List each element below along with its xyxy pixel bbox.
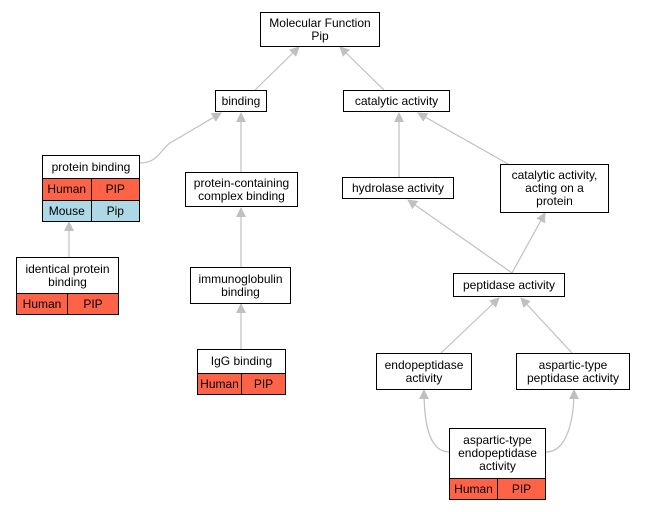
node-label-line: endopeptidase bbox=[458, 446, 537, 460]
node-aspartic-type-endopeptidase-activity[interactable]: aspartic-type endopeptidase activity Hum… bbox=[449, 428, 546, 500]
node-label-line: activity bbox=[405, 370, 443, 385]
node-label-line: peptidase activity bbox=[526, 370, 620, 385]
node-label-line: endopeptidase bbox=[384, 357, 464, 372]
gene-cell: PIP bbox=[90, 179, 140, 200]
edge-peptidase-to-hydrolase bbox=[407, 199, 513, 274]
node-peptidase-activity[interactable]: peptidase activity bbox=[453, 273, 565, 297]
node-protein-containing-complex-binding[interactable]: protein-containing complex binding bbox=[185, 172, 298, 207]
node-igg-binding[interactable]: IgG binding Human PIP bbox=[197, 349, 286, 395]
node-label-line: aspartic-type bbox=[538, 357, 608, 372]
edge-catalytic-to-root bbox=[339, 46, 385, 91]
node-label-line: immunoglobulin bbox=[198, 271, 283, 286]
node-label: catalytic activity bbox=[354, 93, 439, 108]
gene-cell: PIP bbox=[497, 479, 545, 499]
node-protein-binding[interactable]: protein binding Human PIP Mouse Pip bbox=[42, 155, 140, 222]
node-label-line: acting on a bbox=[525, 181, 584, 195]
node-catalytic-activity-acting-on-protein[interactable]: catalytic activity, acting on a protein bbox=[500, 164, 609, 213]
node-label-line: aspartic-type bbox=[463, 433, 532, 447]
species-cell: Mouse bbox=[48, 203, 85, 218]
edge-endo-to-peptidase bbox=[440, 297, 500, 354]
node-label: IgG binding bbox=[210, 354, 273, 368]
node-label: peptidase activity bbox=[462, 277, 556, 292]
node-aspartic-type-peptidase-activity[interactable]: aspartic-type peptidase activity bbox=[516, 353, 630, 390]
node-label-line: protein-containing bbox=[193, 175, 290, 190]
annotation-row-human: Human PIP bbox=[450, 478, 545, 499]
node-endopeptidase-activity[interactable]: endopeptidase activity bbox=[376, 353, 472, 390]
node-label-line: complex binding bbox=[198, 188, 285, 203]
edge-protein-binding-to-binding bbox=[139, 112, 222, 164]
node-binding[interactable]: binding bbox=[215, 90, 267, 112]
species-cell: Human bbox=[47, 182, 87, 196]
gene-cell: PIP bbox=[67, 294, 118, 314]
edge-cat-protein-to-catalytic bbox=[417, 112, 509, 165]
node-label-line: binding bbox=[48, 274, 87, 289]
node-label-line: Pip bbox=[311, 28, 329, 43]
species-cell: Human bbox=[22, 296, 62, 311]
node-molecular-function-root[interactable]: Molecular Function Pip bbox=[260, 12, 380, 47]
node-catalytic-activity[interactable]: catalytic activity bbox=[343, 90, 450, 112]
edge-asp-endo-to-endo bbox=[419, 389, 450, 453]
node-label-line: Molecular Function bbox=[269, 15, 371, 30]
node-label-line: activity bbox=[479, 459, 516, 473]
annotation-row-mouse: Mouse Pip bbox=[43, 200, 139, 221]
node-label: hydrolase activity bbox=[351, 180, 445, 195]
edge-asp-endo-to-aspartic bbox=[545, 389, 579, 453]
annotation-row-human: Human PIP bbox=[43, 178, 139, 200]
species-cell: Human bbox=[200, 376, 239, 391]
edge-binding-to-root bbox=[254, 46, 300, 91]
annotation-row-human: Human PIP bbox=[17, 293, 118, 314]
edge-aspartic-to-peptidase bbox=[520, 297, 573, 354]
node-immunoglobulin-binding[interactable]: immunoglobulin binding bbox=[190, 267, 291, 304]
node-label-line: identical protein bbox=[25, 261, 110, 276]
node-hydrolase-activity[interactable]: hydrolase activity bbox=[342, 177, 454, 199]
node-label: binding bbox=[221, 93, 261, 108]
node-label-line: binding bbox=[221, 284, 260, 299]
node-label: protein binding bbox=[51, 159, 131, 174]
node-label-line: catalytic activity, bbox=[511, 168, 598, 182]
gene-cell: PIP bbox=[241, 374, 285, 394]
species-cell: Human bbox=[454, 481, 493, 496]
edge-peptidase-to-cat-protein bbox=[511, 212, 546, 274]
node-identical-protein-binding[interactable]: identical protein binding Human PIP bbox=[16, 257, 119, 315]
gene-cell: Pip bbox=[90, 201, 140, 221]
node-label-line: protein bbox=[536, 194, 573, 208]
annotation-row-human: Human PIP bbox=[198, 373, 285, 394]
